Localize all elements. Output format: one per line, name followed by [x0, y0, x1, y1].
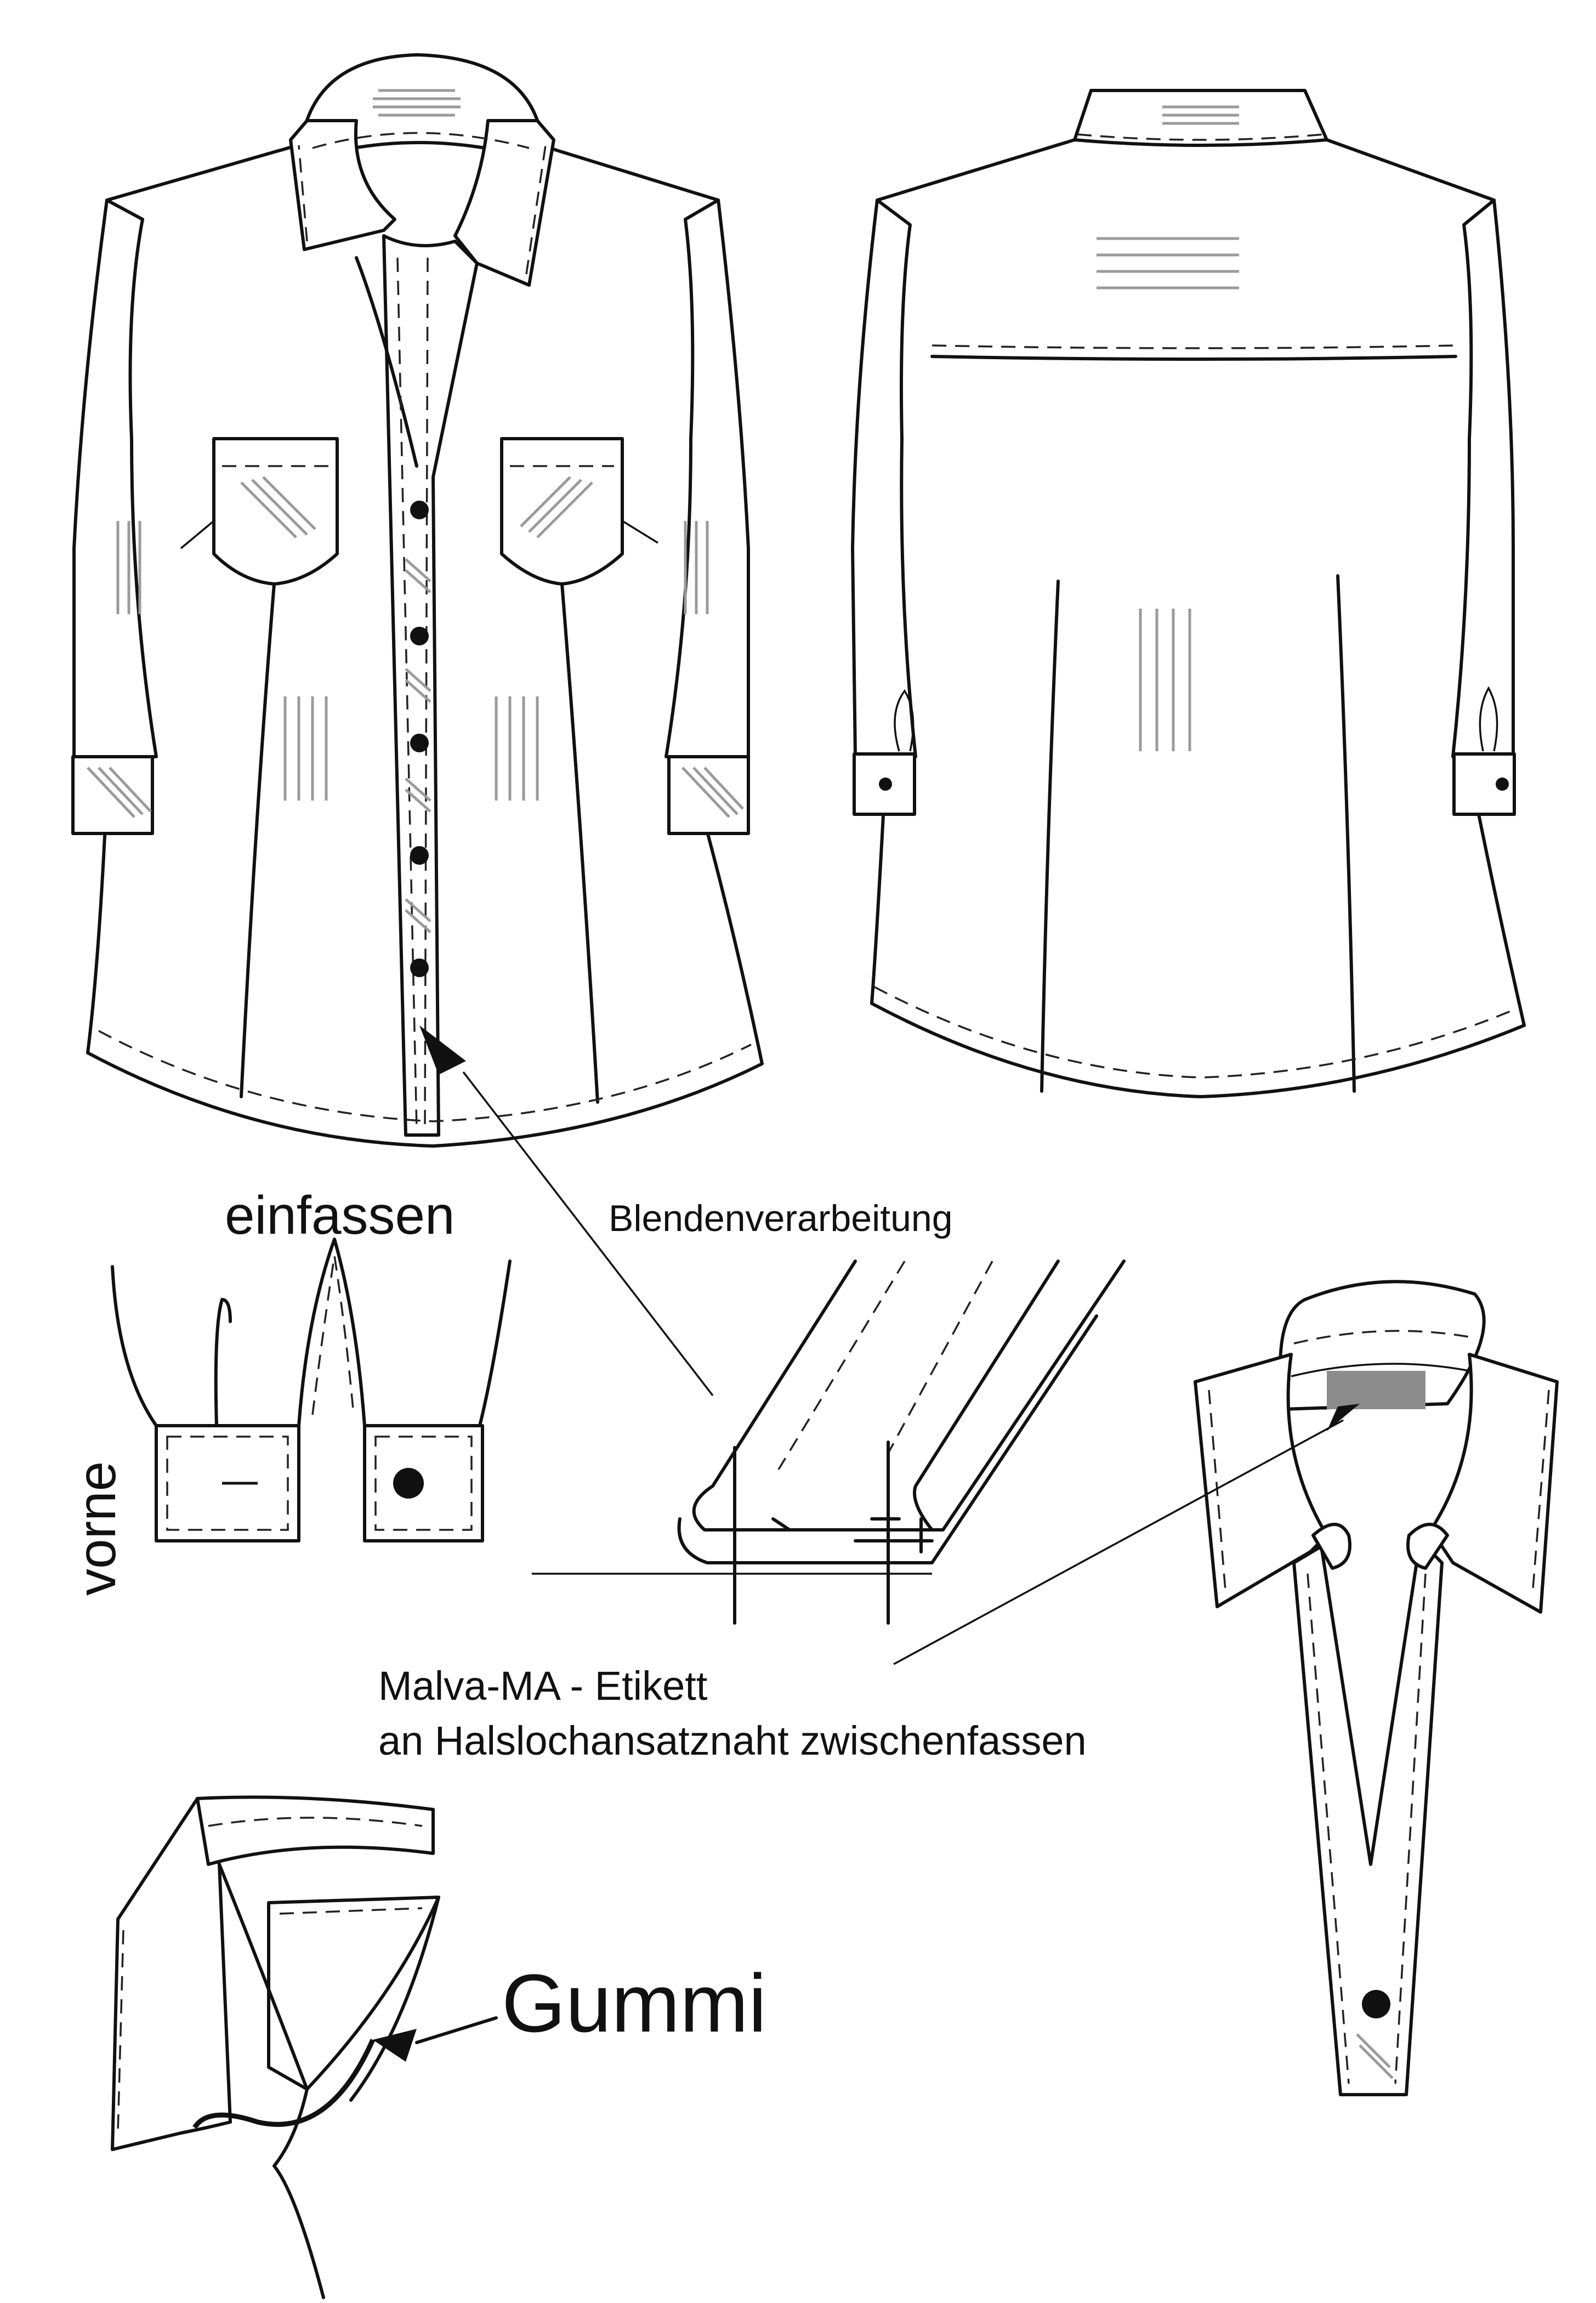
arrowhead-icon — [419, 1025, 466, 1075]
button-icon — [393, 1468, 424, 1499]
label-blendenverarbeitung: Blendenverarbeitung — [609, 1198, 953, 1239]
button-icon — [410, 846, 429, 865]
button-icon — [879, 778, 892, 791]
front-right-sleeve — [664, 198, 750, 758]
detail-placket-knot-right — [1406, 1523, 1449, 1570]
button-icon — [1496, 778, 1509, 791]
button-icon — [410, 501, 429, 519]
shirt-front-view — [71, 53, 764, 1148]
cuff-hatching — [87, 767, 744, 818]
label-etikett-line1: Malva-MA - Etikett — [378, 1663, 708, 1709]
detail-placket-knot-left — [1311, 1523, 1351, 1570]
gummi-collar-stand — [196, 1795, 435, 1866]
pocket-hatching — [240, 476, 593, 538]
front-buttons — [410, 501, 429, 977]
cuff-placket-opening — [297, 1238, 366, 1427]
front-seam-left — [240, 582, 276, 1098]
arrowhead-icon — [1327, 1404, 1360, 1431]
collar-label-detail: Malva-MA - Etikett an Halslochansatznaht… — [378, 1280, 1559, 2096]
cuff-binding-detail: einfassen vorne — [66, 1185, 512, 1596]
back-seam-right — [1336, 574, 1356, 1093]
collar-stitching — [298, 132, 547, 275]
label-etikett-line2: an Halslochansatznaht zwischenfassen — [378, 1718, 1087, 1763]
back-yoke — [1073, 89, 1328, 147]
leader-line-placket — [462, 1071, 714, 1397]
gummi-collar-left — [111, 1797, 232, 2151]
back-seam-left — [1040, 580, 1060, 1093]
placket-hatching — [405, 558, 431, 933]
back-hem-stitching — [874, 986, 1517, 1079]
front-hem-stitching — [98, 1030, 752, 1122]
button-icon — [1362, 1990, 1390, 2018]
front-hatching — [116, 521, 709, 801]
label-vorne: vorne — [66, 1461, 127, 1596]
collar-elastic-detail: Gummi — [111, 1795, 766, 2299]
button-icon — [410, 627, 429, 645]
leader-line-label — [893, 1419, 1344, 1665]
placket-stitching — [396, 257, 429, 1130]
front-pocket-left — [212, 437, 339, 586]
label-gummi: Gummi — [502, 1957, 766, 2049]
button-icon — [410, 734, 429, 752]
button-icon — [410, 958, 429, 977]
cuff-right — [363, 1424, 484, 1542]
front-collar-right — [453, 119, 555, 287]
back-left-sleeve — [851, 198, 917, 758]
front-left-sleeve — [72, 198, 158, 758]
back-body-outline — [870, 138, 1526, 1098]
back-hatching — [1097, 105, 1239, 751]
arrowhead-icon — [373, 2029, 417, 2062]
placket-edge — [355, 256, 418, 468]
placket-construction-detail: Blendenverarbeitung — [462, 1071, 1126, 1625]
shirt-back-view — [851, 89, 1526, 1098]
elastic-band — [192, 2039, 376, 2129]
front-collar-left — [289, 119, 396, 251]
label-einfassen: einfassen — [225, 1185, 455, 1245]
front-seam-right — [560, 582, 599, 1104]
back-right-sleeve — [1451, 198, 1515, 758]
gummi-collar-right — [267, 1896, 440, 2091]
collar-hatching — [373, 89, 461, 117]
back-yoke-seam — [930, 355, 1457, 361]
malva-label-patch — [1327, 1371, 1425, 1409]
